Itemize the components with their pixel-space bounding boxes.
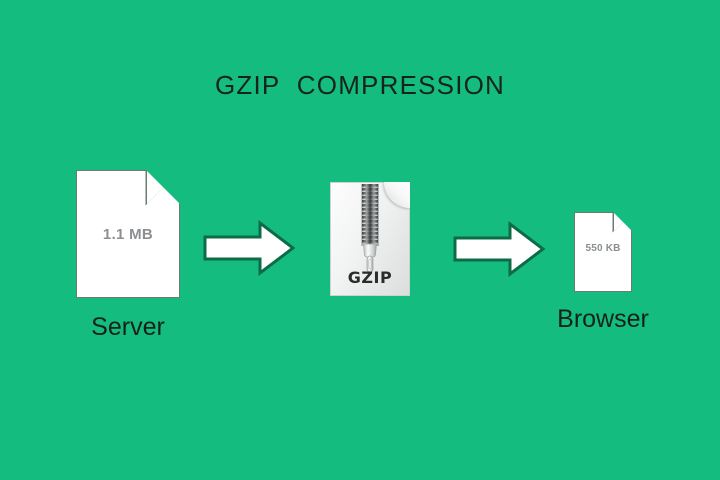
zip-format-label: GZIP [347,268,393,287]
page-title: GZIP COMPRESSION [214,70,506,100]
document-icon-browser: 550 KB [574,211,633,292]
server-file-size: 1.1 MB [102,226,154,243]
page-fold-cut-icon [612,211,633,232]
arrow-right-icon-1 [203,219,296,277]
page-fold-cut-icon [145,169,181,205]
browser-file-size: 550 KB [585,243,621,254]
zipper-icon [357,184,383,276]
node-label-browser: Browser [557,305,649,333]
arrow-right-icon-2 [453,220,546,278]
zip-archive-icon: GZIP [330,181,411,296]
document-icon-server: 1.1 MB [76,169,181,298]
node-label-server: Server [91,313,165,341]
